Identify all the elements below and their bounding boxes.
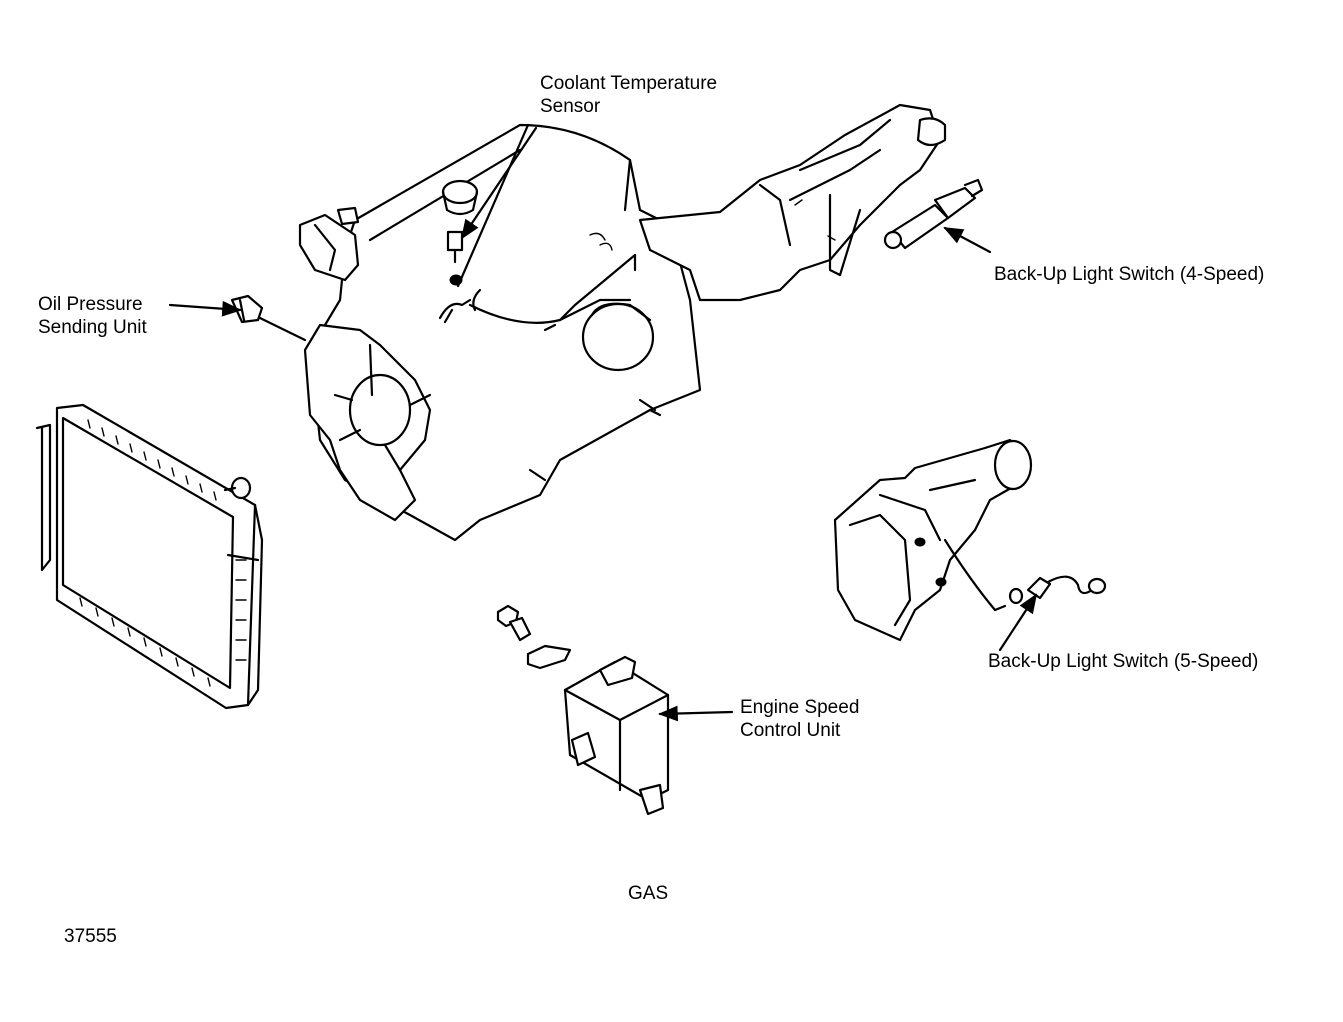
engine-speed-control-unit-label: Engine Speed Control Unit xyxy=(740,697,860,741)
radiator xyxy=(35,403,264,710)
leader-lines xyxy=(168,123,1038,722)
oil-pressure-sending-unit-part xyxy=(230,294,307,342)
oil-pressure-sending-unit-label: Oil Pressure Sending Unit xyxy=(38,294,147,338)
leader-oil-pressure xyxy=(168,300,242,317)
leader-coolant-sensor xyxy=(460,126,538,240)
variant-label: GAS xyxy=(628,883,669,904)
leader-engine-speed xyxy=(658,705,734,722)
engine-speed-control-unit-part xyxy=(496,604,670,816)
figure-number: 37555 xyxy=(64,926,117,947)
alternator xyxy=(298,206,360,282)
backup-switch-4-speed-part xyxy=(883,178,984,250)
transmission-4-speed xyxy=(638,103,947,302)
cooling-fan xyxy=(303,323,432,522)
backup-light-switch-5-speed-label: Back-Up Light Switch (5-Speed) xyxy=(988,651,1259,672)
backup-light-switch-4-speed-label: Back-Up Light Switch (4-Speed) xyxy=(994,264,1265,285)
transmission-5-speed-housing xyxy=(833,438,1033,642)
leader-coolant-washer xyxy=(456,123,530,288)
coolant-temperature-sensor-label: Coolant Temperature Sensor xyxy=(540,73,718,117)
leader-backup-4 xyxy=(943,226,992,254)
backup-switch-5-speed-part xyxy=(1008,575,1107,605)
leader-backup-5 xyxy=(998,593,1038,652)
